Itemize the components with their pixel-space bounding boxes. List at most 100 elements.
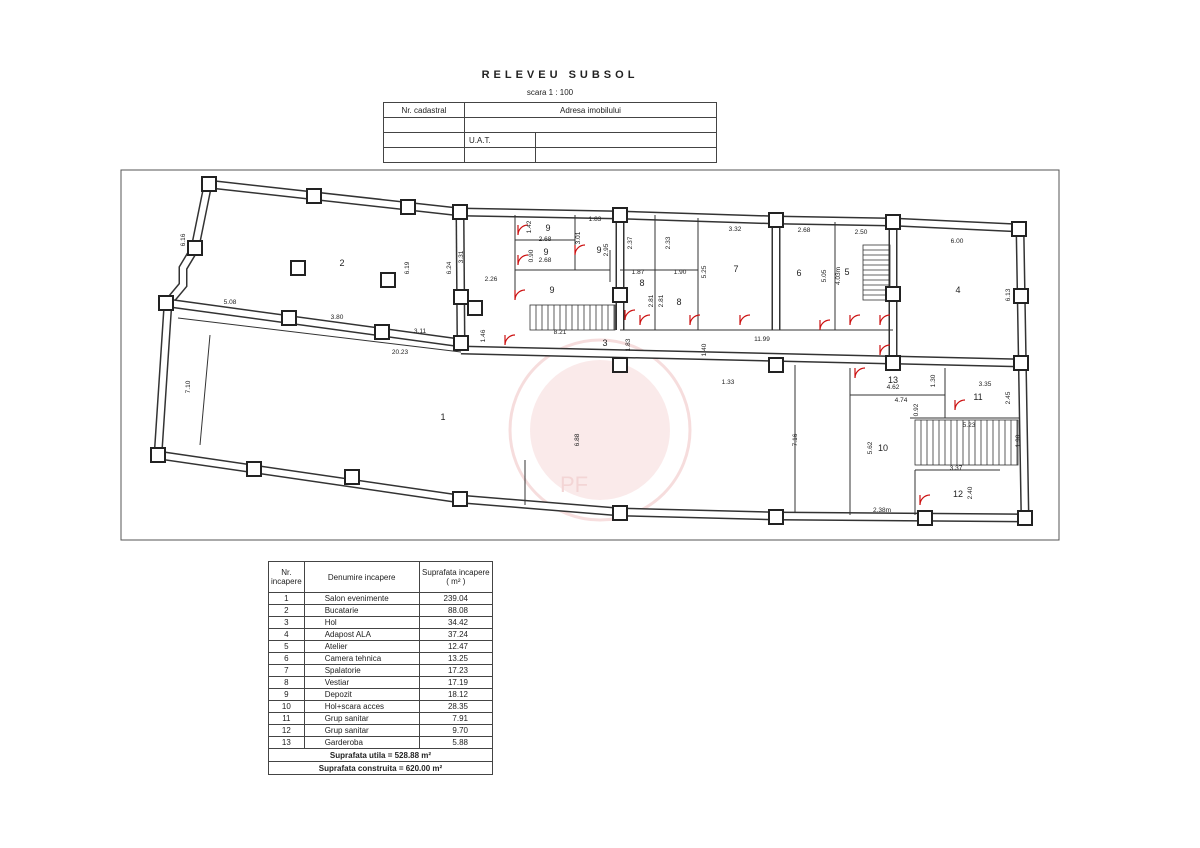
room-number: 9 [543,247,548,257]
cell-area: 88.08 [418,604,494,617]
cell-name: Camera tehnica [303,652,420,665]
columns [150,176,1033,526]
dimension-label: 6.16 [180,233,187,246]
room-number: 8 [676,297,681,307]
column [768,509,784,525]
dimension-label: 2.81 [658,294,665,307]
dimension-label: 4.03m [835,267,842,285]
door [514,289,526,301]
door [574,244,586,256]
dimension-label: 2.37 [627,236,634,249]
dimension-label: 2.68 [539,236,552,243]
door [517,254,529,266]
door [954,399,966,411]
dimension-label: 1.83 [625,338,632,351]
dimension-label: 5.23 [963,422,976,429]
column [612,207,628,223]
dimension-label: 2.95 [603,243,610,256]
dimension-label: 2.26 [485,276,498,283]
room-number: 1 [440,412,445,422]
cell-nr: 1 [268,592,305,605]
dimension-label: 3.80 [331,314,344,321]
dimension-label: 11.99 [754,336,770,343]
cell-area: 9.70 [418,724,494,737]
room-number: 4 [955,285,960,295]
column [768,212,784,228]
cell-area: 28.35 [418,700,494,713]
column [452,204,468,220]
cell-nr: 7 [268,664,305,677]
dimension-label: 1.83 [589,216,602,223]
column [281,310,297,326]
dimension-label: 7.10 [185,380,192,393]
room-number: 12 [953,489,963,499]
rooms-table: Nr. incapere Denumire incapere Suprafata… [268,561,494,775]
partition [177,317,462,353]
dimension-label: 2.50 [855,229,868,236]
dimension-labels: 6.166.195.083.803.1120.237.106.243.312.2… [180,216,1022,514]
cell-area: 17.19 [418,676,494,689]
column [1017,510,1033,526]
column [158,295,174,311]
dimension-label: 6.13 [1005,288,1012,301]
dimension-label: 3.11 [414,328,427,335]
header-nr: Nr. incapere [268,561,305,593]
cell-nr: 10 [268,700,305,713]
column [1011,221,1027,237]
column [885,214,901,230]
cell-name: Grup sanitar [303,712,420,725]
column [453,289,469,305]
door [624,309,636,321]
column [380,272,396,288]
dimension-label: 2.68 [539,257,552,264]
staircase [862,244,891,301]
cell-nr: 8 [268,676,305,689]
dimension-label: 0.92 [913,403,920,416]
cell-name: Hol+scara acces [303,700,420,713]
dimension-label: 4.74 [895,397,908,404]
dimension-label: 1.30 [930,374,937,387]
column [201,176,217,192]
dimension-label: 1.33 [722,379,735,386]
column [612,357,628,373]
cell-area: 17.23 [418,664,494,677]
room-number: 3 [602,338,607,348]
column [374,324,390,340]
door [849,314,861,326]
total-utila: Suprafata utila = 528.88 m² [268,748,493,762]
cell-nr: 3 [268,616,305,629]
stairs [529,244,1019,466]
door [819,319,831,331]
cell-area: 7.91 [418,712,494,725]
door [504,334,516,346]
cell-nr: 9 [268,688,305,701]
door [689,314,701,326]
door [739,314,751,326]
dimension-label: 20.23 [392,349,409,356]
column [917,510,933,526]
dimension-label: 6.88 [574,433,581,446]
room-number: 9 [545,223,550,233]
column [612,287,628,303]
room-number: 9 [596,245,601,255]
cell-nr: 5 [268,640,305,653]
dimension-label: 2.81 [648,294,655,307]
room-number: 9 [549,285,554,295]
watermark-logo: PF [508,338,692,522]
column [400,199,416,215]
column [885,286,901,302]
cell-nr: 13 [268,736,305,749]
dimension-label: 1.40 [701,343,708,356]
drawing-title: RELEVEU SUBSOL [481,69,639,81]
cell-name: Hol [303,616,420,629]
dimension-label: 5.08 [224,299,237,306]
total-construita: Suprafata construita = 620.00 m² [268,761,493,775]
door [517,224,529,236]
